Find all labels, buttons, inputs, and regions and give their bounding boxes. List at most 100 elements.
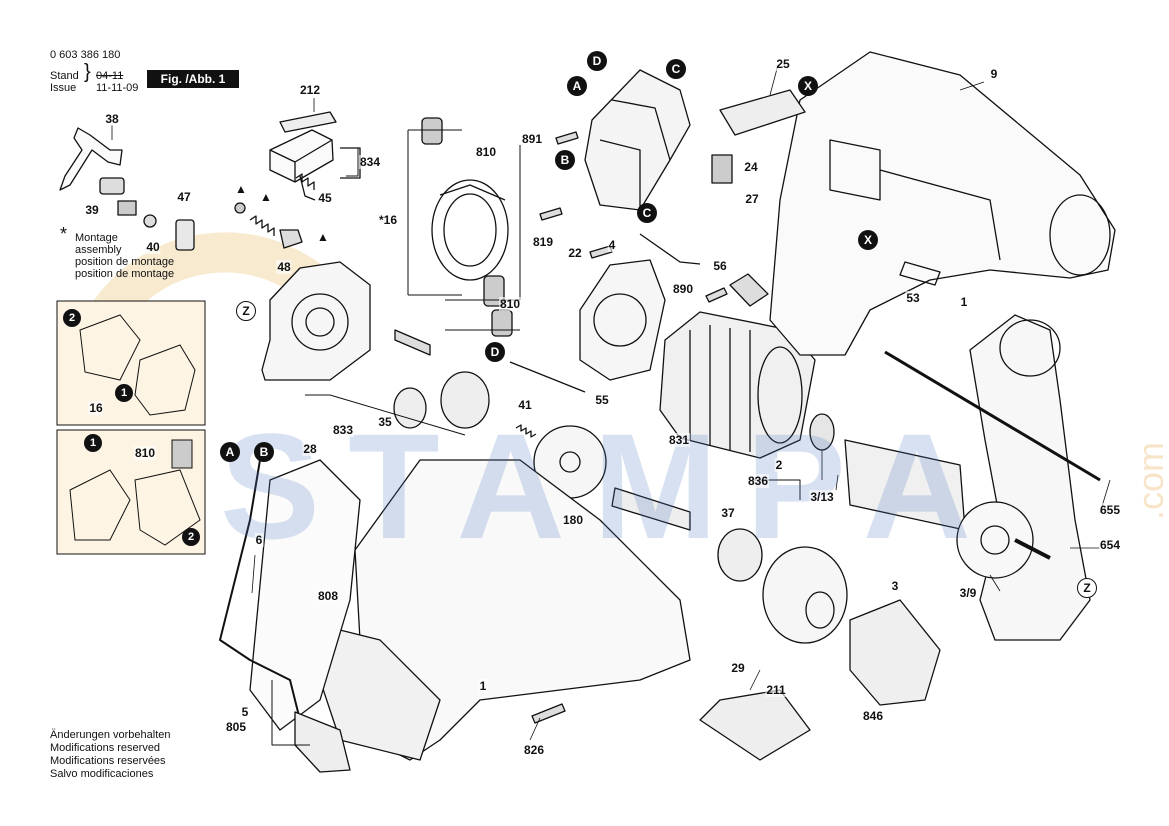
callout-d-0: D <box>587 51 607 71</box>
part-label-46: 3 <box>890 579 900 593</box>
part-label-27: 833 <box>331 423 355 437</box>
part-label-34: 37 <box>720 506 736 520</box>
part-label-21: 25 <box>775 57 791 71</box>
issue-label: Issue <box>50 82 77 94</box>
step-marker-2: 1 <box>84 434 102 452</box>
part-label-16: 22 <box>567 246 583 260</box>
part-label-2: 45 <box>317 191 333 205</box>
part-label-11: 810 <box>474 145 498 159</box>
stand-brace: } <box>84 61 91 83</box>
part-834-housing <box>269 129 361 201</box>
part-label-24: 27 <box>744 192 760 206</box>
footer-line-2: Modifications reserved <box>50 742 161 754</box>
part-label-38: 808 <box>316 589 340 603</box>
callout-x-6: X <box>798 76 818 96</box>
part-label-33: 836 <box>746 474 770 488</box>
brush-holder-ring <box>431 179 509 281</box>
part-label-6: 40 <box>145 240 161 254</box>
callout-d-5: D <box>485 342 505 362</box>
part-label-35: 28 <box>302 442 318 456</box>
part-label-1: 834 <box>358 155 382 169</box>
part-label-19: 890 <box>671 282 695 296</box>
part-label-23: 24 <box>743 160 759 174</box>
part-label-5: 47 <box>176 190 192 204</box>
part-label-15: 819 <box>531 235 555 249</box>
part-label-22: 9 <box>989 67 999 81</box>
part-label-28: 35 <box>377 415 393 429</box>
callout-c-2: C <box>666 59 686 79</box>
figure-badge: Fig. /Abb. 1 <box>147 70 239 88</box>
part-label-29: 41 <box>517 398 533 412</box>
part-4-switch <box>584 69 691 211</box>
part-3-armature <box>844 439 1051 579</box>
parts-35-41 <box>393 371 607 499</box>
part-label-47: 3/9 <box>958 586 978 600</box>
part-212-cap <box>279 111 337 133</box>
part-47 <box>175 219 195 251</box>
part-1-housing-shell <box>249 459 691 761</box>
issue-value: 11-11-09 <box>96 82 139 94</box>
part-label-26: 1 <box>959 295 969 309</box>
part-label-44: 211 <box>765 683 787 697</box>
part-label-0: 212 <box>298 83 322 97</box>
part-label-13: 810 <box>498 297 522 311</box>
callout-z-10: Z <box>236 301 256 321</box>
part-label-3: 38 <box>104 112 120 126</box>
part-label-36: 6 <box>254 533 264 547</box>
part-label-30: 831 <box>667 433 691 447</box>
part-27 <box>711 154 733 184</box>
callout-a-8: A <box>220 442 240 462</box>
wire-parts <box>509 233 701 393</box>
part-label-43: 29 <box>730 661 746 675</box>
step-marker-3: 2 <box>182 528 200 546</box>
part-number: 0 603 386 180 <box>50 49 121 61</box>
watermark-suffix: .com <box>1130 441 1169 520</box>
part-label-18: 56 <box>712 259 728 273</box>
part-label-41: 826 <box>522 743 546 757</box>
callout-b-9: B <box>254 442 274 462</box>
assembly-note-line-1: Montage <box>75 232 118 244</box>
stand-label: Stand <box>50 70 79 82</box>
part-label-8: ▲ <box>234 182 248 196</box>
part-label-45: 846 <box>861 709 885 723</box>
assembly-note-line-2: assembly <box>75 244 122 256</box>
part-890 <box>729 273 769 307</box>
callout-b-3: B <box>555 150 575 170</box>
part-label-10: ▲ <box>316 230 330 244</box>
part-40 <box>143 214 157 228</box>
part-38-lever <box>59 127 125 195</box>
part-label-14: 891 <box>520 132 544 146</box>
footer-line-4: Salvo modificaciones <box>50 768 154 780</box>
callout-x-7: X <box>858 230 878 250</box>
part-label-9: ▲ <box>259 190 273 204</box>
part-label-25: 53 <box>905 291 921 305</box>
stand-value: 04-11 <box>96 70 124 82</box>
part-label-32: 3/13 <box>809 490 835 504</box>
part-39 <box>117 200 137 216</box>
spring-parts <box>234 173 315 249</box>
part-label-42: 1 <box>478 679 488 693</box>
cable-and-plug <box>219 459 351 773</box>
part-label-39: 5 <box>240 705 250 719</box>
inset-panels <box>56 300 206 555</box>
brush-holder-plate <box>579 259 666 381</box>
gear-and-chuck <box>699 528 941 761</box>
part-label-37: 180 <box>561 513 585 527</box>
part-label-51: 810 <box>133 446 157 460</box>
assembly-note-line-3: position de montage <box>75 256 175 268</box>
part-label-12: *16 <box>377 213 399 227</box>
callout-a-1: A <box>567 76 587 96</box>
part-label-48: 655 <box>1098 503 1122 517</box>
part-9-housing <box>769 51 1116 356</box>
part-label-20: 55 <box>594 393 610 407</box>
part-label-4: 39 <box>84 203 100 217</box>
assembly-asterisk: * <box>60 224 68 244</box>
part-label-40: 805 <box>224 720 248 734</box>
part-label-49: 654 <box>1098 538 1122 552</box>
callout-c-4: C <box>637 203 657 223</box>
step-marker-0: 1 <box>115 384 133 402</box>
part-2-stator <box>659 311 816 459</box>
part-53 <box>899 261 941 286</box>
